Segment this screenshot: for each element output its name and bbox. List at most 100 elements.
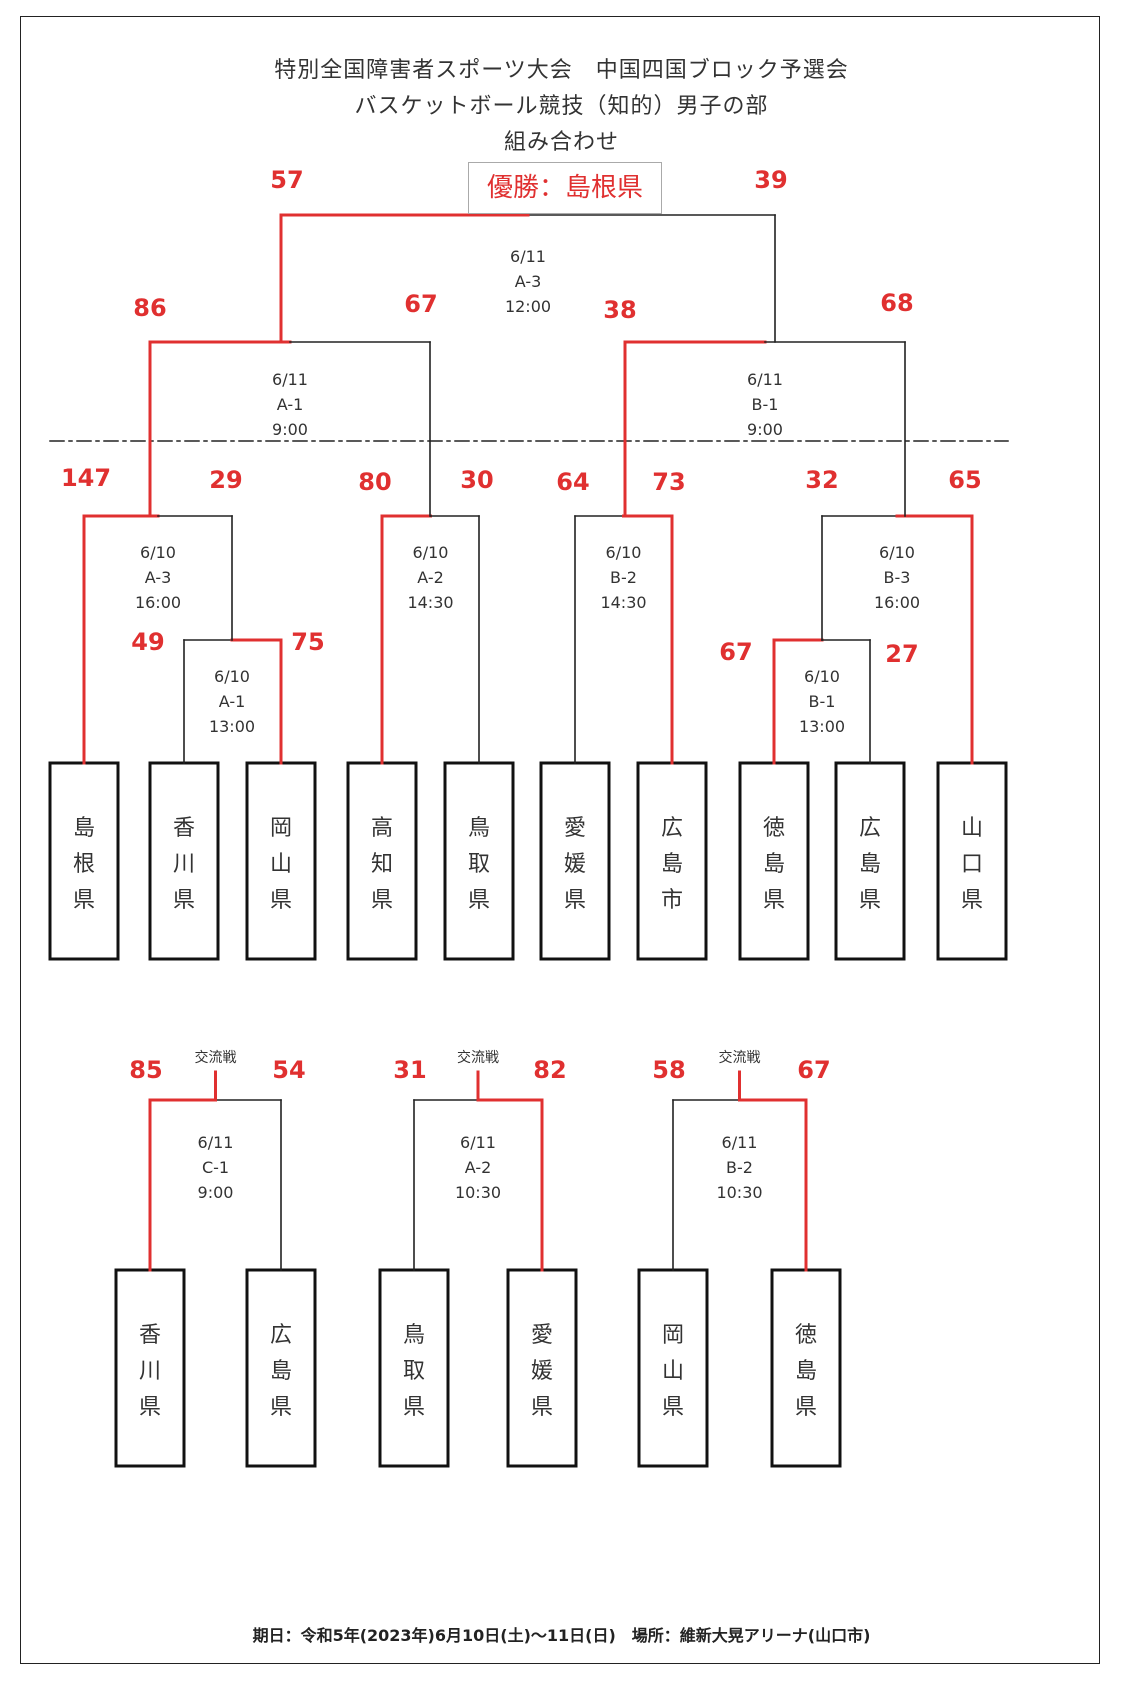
team-name-char: 高 xyxy=(371,816,393,841)
event-info-footer: 期日：令和5年(2023年)6月10日(土)～11日(日) 場所：維新大晃アリー… xyxy=(252,1626,871,1645)
qf2-score-left: 80 xyxy=(358,468,391,496)
r1-left-time: 13:00 xyxy=(209,717,255,736)
exchange-2-date: 6/11 xyxy=(722,1133,758,1152)
team-box-main-0 xyxy=(48,761,120,961)
team-name-char: 県 xyxy=(859,888,881,913)
team-name-char: 香 xyxy=(139,1323,161,1348)
team-name-char: 県 xyxy=(795,1395,817,1420)
team-name-char: 愛 xyxy=(564,816,586,841)
team-name-char: 川 xyxy=(139,1359,161,1384)
team-name-char: 愛 xyxy=(531,1323,553,1348)
qf1-time: 16:00 xyxy=(135,593,181,612)
team-name-char: 島 xyxy=(661,852,683,877)
exchange-1-score-right: 82 xyxy=(533,1056,566,1084)
exchange-0-court: C-1 xyxy=(202,1158,229,1177)
r1-right-court: B-1 xyxy=(809,692,836,711)
exchange-0-time: 9:00 xyxy=(198,1183,234,1202)
team-name-char: 市 xyxy=(661,888,683,913)
team-name-char: 広 xyxy=(270,1323,292,1348)
qf3-score-right: 73 xyxy=(652,468,685,496)
team-box-main-6 xyxy=(636,761,708,961)
team-name-char: 鳥 xyxy=(468,816,490,841)
champion-box: 優勝：島根県 xyxy=(468,162,662,214)
team-box-main-8 xyxy=(834,761,906,961)
title-line-3: 組み合わせ xyxy=(503,130,619,155)
team-name-char: 島 xyxy=(73,816,95,841)
team-name-char: 香 xyxy=(173,816,195,841)
team-name-char: 岡 xyxy=(662,1323,684,1348)
team-name-char: 山 xyxy=(662,1359,684,1384)
team-name-char: 島 xyxy=(270,1359,292,1384)
exchange-2-court: B-2 xyxy=(726,1158,753,1177)
qf2-score-right: 30 xyxy=(460,466,493,494)
qf4-time: 16:00 xyxy=(874,593,920,612)
exchange-0-label: 交流戦 xyxy=(195,1049,237,1066)
team-name-char: 県 xyxy=(468,888,490,913)
semi-right-score-left: 38 xyxy=(603,296,636,324)
team-name-char: 山 xyxy=(270,852,292,877)
qf1-court: A-3 xyxy=(145,568,172,587)
semi-left-score-right: 67 xyxy=(404,290,437,318)
qf4-score-right: 65 xyxy=(948,466,981,494)
team-name-char: 岡 xyxy=(270,816,292,841)
r1-left-date: 6/10 xyxy=(214,667,250,686)
qf2-time: 14:30 xyxy=(407,593,453,612)
final-date: 6/11 xyxy=(510,247,546,266)
semi-right-date: 6/11 xyxy=(747,370,783,389)
team-name-char: 口 xyxy=(961,852,983,877)
team-name-char: 県 xyxy=(763,888,785,913)
team-name-char: 徳 xyxy=(763,816,785,841)
qf3-score-left: 64 xyxy=(556,468,589,496)
exchange-0-date: 6/11 xyxy=(198,1133,234,1152)
team-name-char: 徳 xyxy=(795,1323,817,1348)
exchange-1-court: A-2 xyxy=(465,1158,492,1177)
team-name-char: 媛 xyxy=(531,1359,553,1384)
final-time: 12:00 xyxy=(505,297,551,316)
qf3-date: 6/10 xyxy=(606,543,642,562)
semi-left-court: A-1 xyxy=(277,395,304,414)
team-box-exchange-1-left xyxy=(378,1268,450,1468)
final-score-left: 57 xyxy=(270,166,303,194)
exchange-1-score-left: 31 xyxy=(393,1056,426,1084)
exchange-2-score-left: 58 xyxy=(652,1056,685,1084)
title-line-2: バスケットボール競技（知的）男子の部 xyxy=(354,94,769,119)
team-name-char: 媛 xyxy=(564,852,586,877)
team-name-char: 取 xyxy=(403,1359,425,1384)
team-name-char: 県 xyxy=(662,1395,684,1420)
qf2-date: 6/10 xyxy=(413,543,449,562)
exchange-2-label: 交流戦 xyxy=(719,1049,761,1066)
team-box-main-7 xyxy=(738,761,810,961)
team-name-char: 根 xyxy=(73,852,95,877)
team-box-main-2 xyxy=(245,761,317,961)
team-name-char: 県 xyxy=(139,1395,161,1420)
qf4-court: B-3 xyxy=(884,568,911,587)
semi-right-court: B-1 xyxy=(752,395,779,414)
semi-left-score-left: 86 xyxy=(133,294,166,322)
team-name-char: 知 xyxy=(371,852,393,877)
team-name-char: 県 xyxy=(403,1395,425,1420)
exchange-2-score-right: 67 xyxy=(797,1056,830,1084)
final-court: A-3 xyxy=(515,272,542,291)
final-score-right: 39 xyxy=(754,166,787,194)
team-name-char: 県 xyxy=(371,888,393,913)
team-box-exchange-1-right xyxy=(506,1268,578,1468)
team-box-exchange-0-left xyxy=(114,1268,186,1468)
exchange-1-date: 6/11 xyxy=(460,1133,496,1152)
team-name-char: 島 xyxy=(859,852,881,877)
r1-right-score-left: 67 xyxy=(719,638,752,666)
semi-right-score-right: 68 xyxy=(880,289,913,317)
semi-left-date: 6/11 xyxy=(272,370,308,389)
qf1-score-left: 147 xyxy=(61,464,111,492)
team-name-char: 島 xyxy=(763,852,785,877)
team-name-char: 鳥 xyxy=(403,1323,425,1348)
team-name-char: 広 xyxy=(859,816,881,841)
qf1-date: 6/10 xyxy=(140,543,176,562)
r1-right-time: 13:00 xyxy=(799,717,845,736)
exchange-1-label: 交流戦 xyxy=(457,1049,499,1066)
qf4-date: 6/10 xyxy=(879,543,915,562)
team-name-char: 県 xyxy=(270,888,292,913)
exchange-0-score-left: 85 xyxy=(129,1056,162,1084)
semi-left-time: 9:00 xyxy=(272,420,308,439)
team-name-char: 島 xyxy=(795,1359,817,1384)
